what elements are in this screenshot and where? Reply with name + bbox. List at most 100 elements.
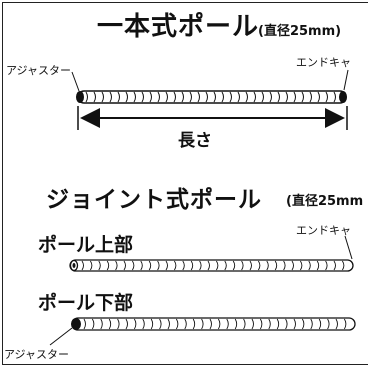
- pole-rib: [181, 91, 184, 103]
- upper-pole-label: ポール上部: [38, 234, 134, 256]
- pole-rib: [300, 260, 303, 271]
- pole-rib: [165, 91, 168, 103]
- pole-rib: [149, 91, 152, 103]
- pole-rib: [100, 318, 103, 330]
- pole-rib: [142, 318, 145, 330]
- pole-rib: [213, 91, 216, 103]
- pole-rib: [93, 91, 96, 103]
- pole-rib: [243, 318, 246, 330]
- pole-rib: [117, 91, 120, 103]
- pole-rib: [261, 91, 264, 103]
- joint-endcap-label: エンドキャ: [296, 224, 351, 237]
- pole-rib: [266, 260, 269, 271]
- diagram-frame: [2, 2, 368, 365]
- single-adjuster-leader: [71, 71, 80, 92]
- pole-rib: [333, 91, 336, 103]
- pole-rib: [83, 318, 86, 330]
- pole-rib: [344, 318, 347, 330]
- pole-rib: [317, 91, 320, 103]
- pole-rib: [216, 260, 219, 271]
- pole-rib: [301, 91, 304, 103]
- pole-rib: [218, 318, 221, 330]
- pole-rib: [192, 318, 196, 330]
- pole-rib: [125, 318, 128, 330]
- pole-rib: [176, 318, 179, 330]
- pole-rib: [157, 260, 160, 271]
- pole-rib: [90, 260, 93, 271]
- single-adjuster-label: アジャスター: [6, 64, 72, 77]
- pole-rib: [277, 91, 280, 103]
- pole-rib: [232, 260, 236, 271]
- pole-rib: [316, 260, 320, 271]
- pole-rib: [249, 260, 252, 271]
- pole-rib: [291, 260, 294, 271]
- pole-rib: [325, 91, 328, 103]
- pole-rib: [189, 91, 192, 103]
- pole-rib: [253, 91, 256, 103]
- pole-rib: [197, 91, 200, 103]
- pole-rib: [132, 260, 135, 271]
- pole-rib: [85, 91, 88, 103]
- pole-rib: [308, 260, 311, 271]
- pole-rib: [115, 260, 118, 271]
- single-pole: [76, 90, 347, 104]
- pole-rib: [134, 318, 137, 330]
- pole-rib: [274, 260, 278, 271]
- joint-pole-diameter: (直径25mm: [286, 194, 364, 209]
- pole-rib: [174, 260, 177, 271]
- pole-rib: [310, 318, 313, 330]
- pole-rib: [241, 260, 244, 271]
- pole-rib: [106, 260, 110, 271]
- joint-pole-title: ジョイント式ポール: [46, 187, 262, 213]
- pole-rib: [108, 318, 112, 330]
- pole-rib: [182, 260, 185, 271]
- lower-pole-label: ポール下部: [38, 292, 134, 314]
- joint-adjuster-label: アジャスター: [4, 348, 70, 361]
- pole-rib: [165, 260, 168, 271]
- joint-adjuster-leader: [49, 327, 73, 346]
- pole-rib: [309, 91, 312, 103]
- pole-rib: [276, 318, 280, 330]
- single-adjuster-cap: [76, 91, 84, 103]
- pole-rib: [205, 91, 208, 103]
- upper-pole: [69, 259, 354, 272]
- pole-rib: [101, 91, 104, 103]
- pole-rib: [157, 91, 160, 103]
- pole-rib: [224, 260, 227, 271]
- single-endcap-leader: [343, 69, 349, 91]
- pole-rib: [207, 260, 210, 271]
- pole-rib: [199, 260, 202, 271]
- pole-rib: [201, 318, 204, 330]
- pole-rib: [123, 260, 126, 271]
- pole-rib: [318, 318, 322, 330]
- pole-rib: [251, 318, 254, 330]
- pole-rib: [285, 91, 288, 103]
- pole-rib: [184, 318, 187, 330]
- pole-rib: [234, 318, 238, 330]
- pole-rib: [125, 91, 128, 103]
- pole-rib: [325, 260, 328, 271]
- pole-rib: [148, 260, 152, 271]
- pole-rib: [229, 91, 232, 103]
- single-pole-title: 一本式ポール: [97, 12, 260, 42]
- single-pole-diameter: (直径25mm): [258, 24, 342, 39]
- pole-rib: [245, 91, 248, 103]
- pole-rib: [302, 318, 305, 330]
- pole-rib: [140, 260, 143, 271]
- pole-rib: [92, 318, 95, 330]
- pole-rib: [237, 91, 240, 103]
- length-label: 長さ: [178, 131, 212, 151]
- pole-rib: [81, 260, 84, 271]
- lower-pole: [71, 317, 356, 331]
- pole-rib: [167, 318, 170, 330]
- pole-rib: [226, 318, 229, 330]
- single-end-cap: [339, 91, 347, 103]
- pole-rib: [260, 318, 263, 330]
- pole-rib: [335, 318, 338, 330]
- pole-rib: [141, 91, 144, 103]
- pole-rib: [268, 318, 271, 330]
- pole-rib: [117, 318, 120, 330]
- pole-rib: [285, 318, 288, 330]
- pole-rib: [173, 91, 176, 103]
